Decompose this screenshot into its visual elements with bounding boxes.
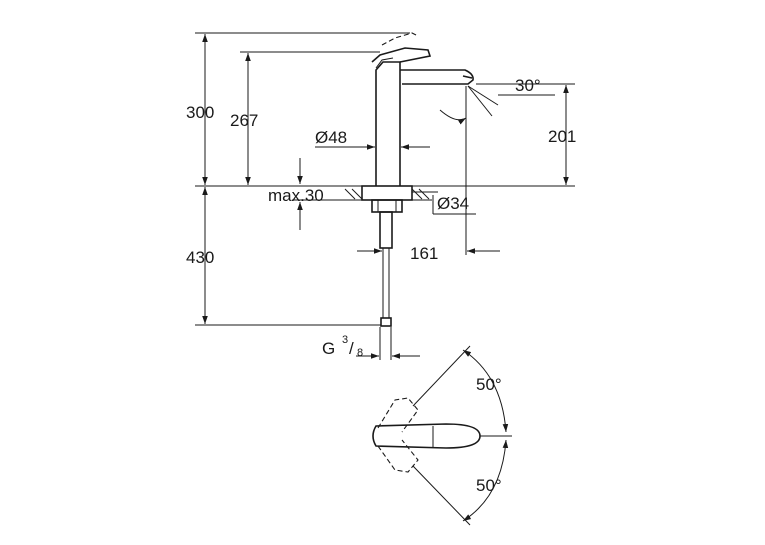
dim-max30: max.30 — [268, 158, 345, 230]
dim-201: 201 — [476, 83, 576, 185]
dim-161-label: 161 — [410, 244, 438, 263]
dim-o48: Ø48 — [315, 128, 430, 150]
rotation-lower-label: 50° — [476, 476, 502, 495]
top-view: 50° 50° — [372, 345, 512, 526]
rotation-upper-label: 50° — [476, 375, 502, 394]
dim-300: 300 — [186, 34, 214, 185]
dim-max30-label: max.30 — [268, 186, 324, 205]
dim-267-label: 267 — [230, 111, 258, 130]
angle-30-label: 30° — [515, 76, 541, 95]
dim-430-label: 430 — [186, 248, 214, 267]
dim-430: 430 — [186, 187, 381, 326]
dim-g38-prefix: G — [322, 339, 335, 358]
faucet-body — [371, 32, 474, 186]
dim-g38-numerator: 3 — [342, 334, 348, 346]
dim-161: 161 — [357, 244, 500, 263]
dim-300-label: 300 — [186, 103, 214, 122]
lever-rotated-lower — [377, 439, 419, 473]
dim-o34-label: Ø34 — [437, 194, 469, 213]
dim-267: 267 — [230, 53, 258, 185]
angle-30: 30° — [439, 76, 555, 255]
dim-g38-denominator: 8 — [357, 347, 363, 359]
mounting-section — [340, 185, 432, 249]
side-view: 300 267 201 30° Ø48 — [186, 32, 576, 360]
lever-rotated-upper — [377, 397, 419, 433]
dim-g38: G 3 / 8 — [322, 327, 420, 360]
dim-201-label: 201 — [548, 127, 576, 146]
lever-top-view — [372, 423, 481, 449]
supply-hose — [380, 248, 392, 327]
dim-o48-label: Ø48 — [315, 128, 347, 147]
dim-o34: Ø34 — [412, 191, 476, 215]
dim-g38-slash: / — [349, 339, 354, 358]
